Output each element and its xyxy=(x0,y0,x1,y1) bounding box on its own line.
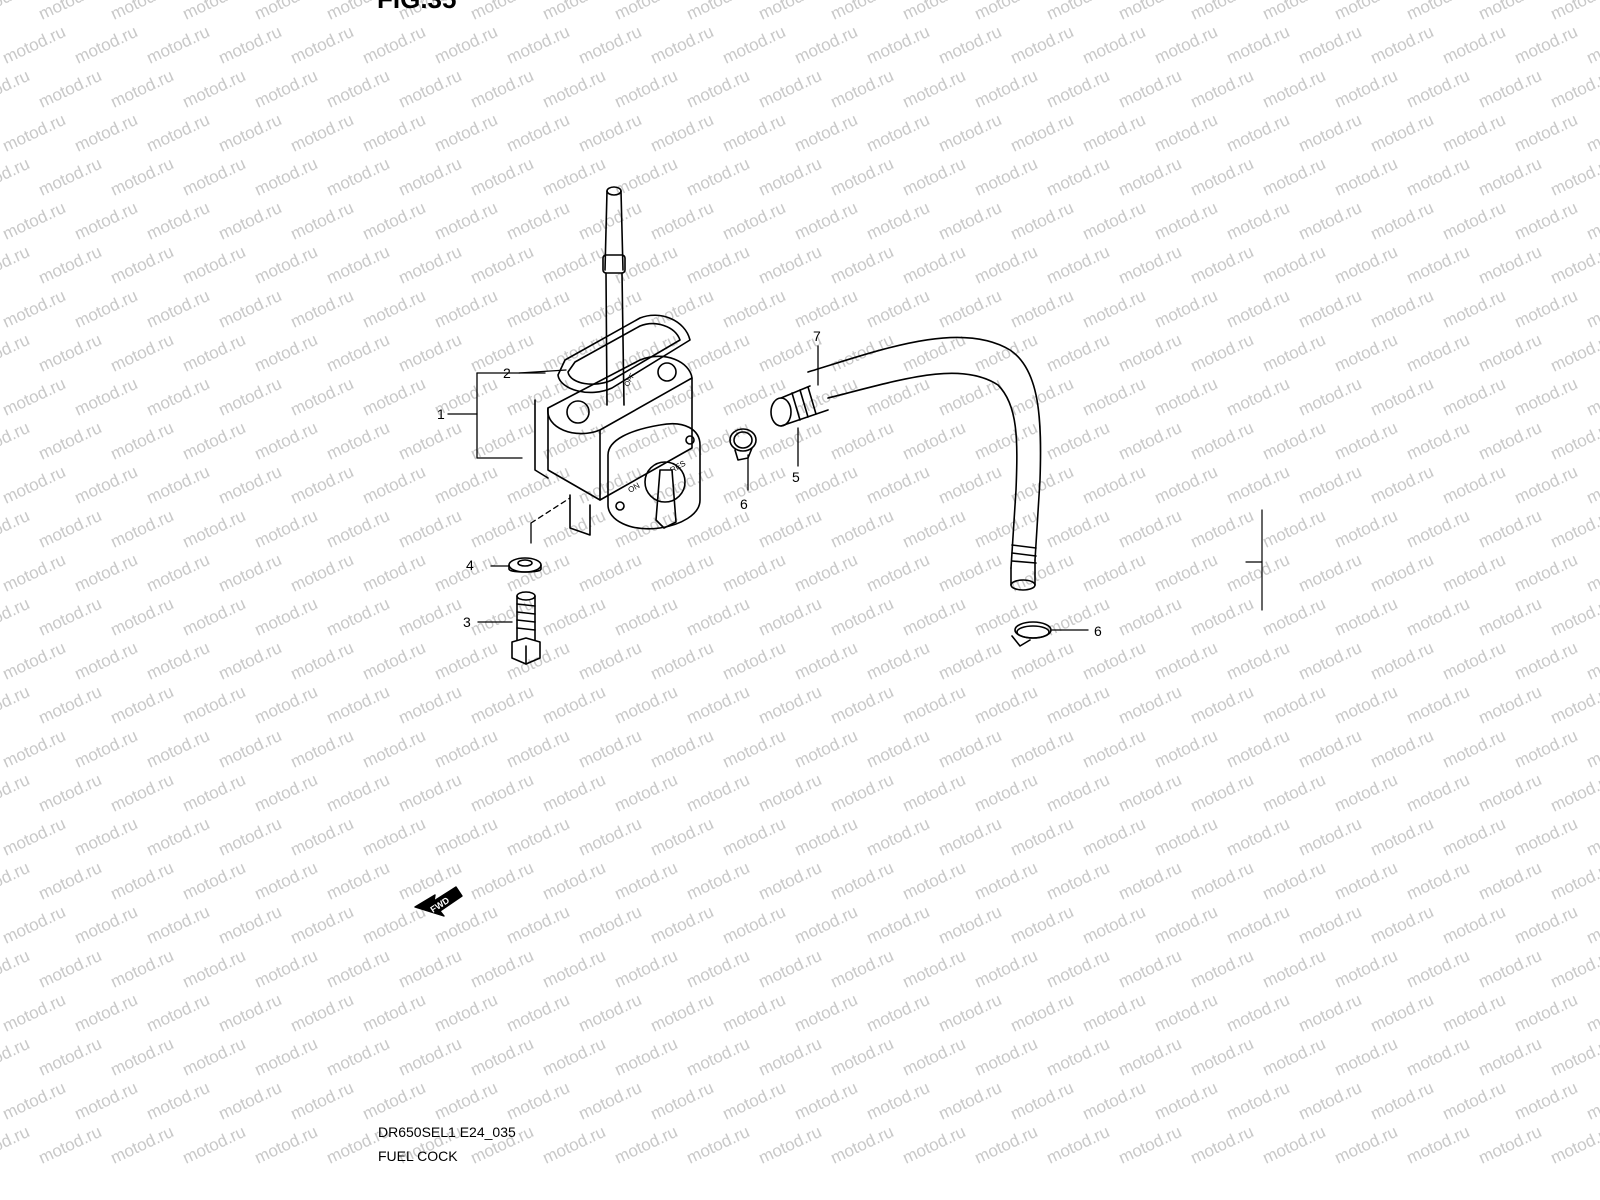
fuel-hose xyxy=(807,336,1042,591)
callout-part-7: 7 xyxy=(813,328,821,344)
callout-part-4: 4 xyxy=(466,557,474,573)
callout-part-6-upper: 6 xyxy=(740,496,748,512)
figure-caption: FUEL COCK xyxy=(378,1148,458,1164)
model-code: DR650SEL1 E24_035 xyxy=(378,1124,516,1140)
fwd-arrow-icon xyxy=(414,886,463,917)
bolt xyxy=(511,591,541,665)
callout-part-5: 5 xyxy=(792,469,800,485)
hose-end-near xyxy=(770,385,829,427)
margin-marks xyxy=(1245,509,1263,611)
hose-clamp-lower xyxy=(1011,621,1052,647)
hose-clamp-upper xyxy=(729,428,757,461)
figure-title: FIG.35 xyxy=(377,0,456,15)
callout-part-1: 1 xyxy=(437,406,445,422)
fuel-cock-body xyxy=(534,186,701,536)
callout-part-2: 2 xyxy=(503,365,511,381)
leader-lines xyxy=(447,345,1089,631)
valve-mark-res: RES xyxy=(669,459,688,475)
callout-part-3: 3 xyxy=(463,614,471,630)
washer xyxy=(508,557,542,573)
callout-part-6-lower: 6 xyxy=(1094,623,1102,639)
